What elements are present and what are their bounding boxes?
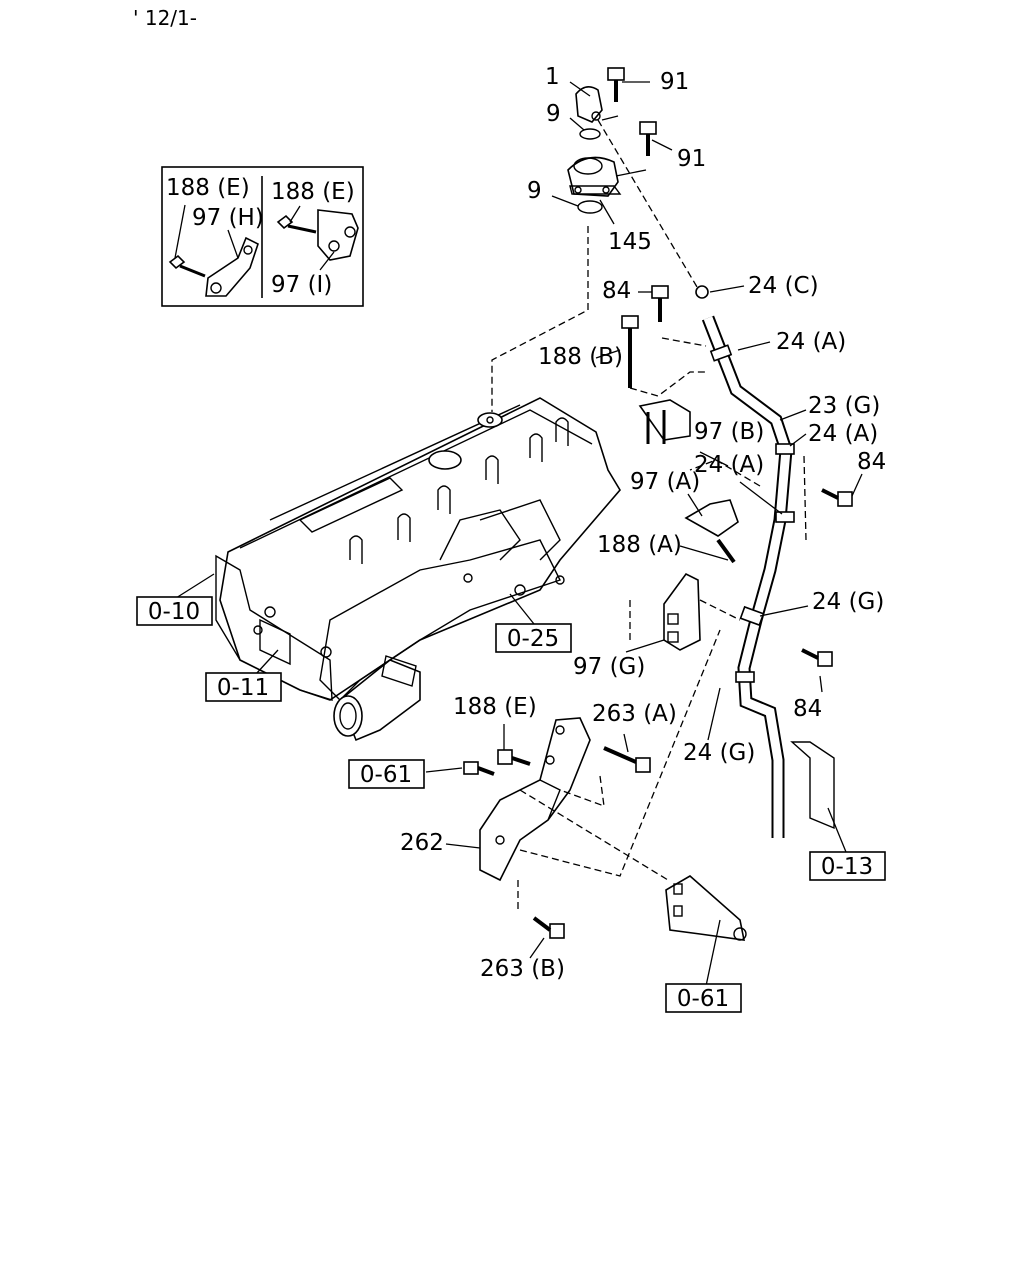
inset-detail-box: 188 (E) 97 (H) 188 (E) 97 (I) — [161, 166, 364, 307]
label-262: 262 — [400, 830, 444, 856]
bracket-0-13-shape — [790, 741, 847, 853]
label-97a: 97 (A) — [630, 469, 700, 495]
part-labels: 1 9 9 91 91 145 24 (C) 84 24 (A) 188 (B)… — [400, 64, 886, 982]
label-24g-upper: 24 (G) — [812, 589, 884, 615]
label-145: 145 — [608, 229, 652, 255]
label-263b: 263 (B) — [480, 956, 565, 982]
label-24g-lower: 24 (G) — [683, 740, 755, 766]
ref-box-0-13[interactable]: 0-13 — [809, 851, 886, 881]
label-24a-upper: 24 (A) — [776, 329, 846, 355]
label-263a: 263 (A) — [592, 701, 677, 727]
label-9-upper: 9 — [546, 101, 561, 127]
label-84-upper: 84 — [602, 278, 631, 304]
header-code: ' 12/1- — [133, 6, 197, 30]
ref-label-0-25: 0-25 — [507, 626, 559, 652]
label-188e: 188 (E) — [453, 694, 537, 720]
label-24a-middle: 24 (A) — [808, 421, 878, 447]
label-84-lower: 84 — [793, 696, 822, 722]
inset-label-188e-right: 188 (E) — [271, 179, 355, 205]
label-97g: 97 (G) — [573, 654, 645, 680]
inset-label-97h: 97 (H) — [192, 205, 264, 231]
label-188a: 188 (A) — [597, 532, 682, 558]
label-188b: 188 (B) — [538, 344, 623, 370]
engine-cylinder-head-illustration — [215, 397, 621, 742]
label-97b: 97 (B) — [694, 419, 764, 445]
bracket-97i-shape — [276, 205, 359, 271]
ref-box-0-25[interactable]: 0-25 — [495, 623, 572, 653]
label-9-lower: 9 — [527, 178, 542, 204]
label-24a-lower: 24 (A) — [694, 452, 764, 478]
ref-label-0-61-lower: 0-61 — [677, 986, 729, 1012]
inset-label-97i: 97 (I) — [271, 272, 332, 298]
ref-label-0-13: 0-13 — [821, 854, 873, 880]
inset-label-188e-left: 188 (E) — [166, 175, 250, 201]
label-23g: 23 (G) — [808, 393, 880, 419]
bracket-262-assembly — [425, 629, 747, 987]
hose-leader-lines — [595, 285, 863, 741]
label-91-upper: 91 — [660, 69, 689, 95]
ref-label-0-10: 0-10 — [148, 599, 200, 625]
label-91-lower: 91 — [677, 146, 706, 172]
reference-leader-lines — [175, 573, 535, 675]
water-outlet-assembly — [491, 67, 701, 412]
label-1: 1 — [545, 64, 560, 90]
ref-box-0-61-lower[interactable]: 0-61 — [665, 983, 742, 1013]
label-24c: 24 (C) — [748, 273, 819, 299]
ref-box-0-61-upper[interactable]: 0-61 — [348, 759, 425, 789]
label-84-middle: 84 — [857, 449, 886, 475]
ref-box-0-11[interactable]: 0-11 — [205, 672, 282, 702]
ref-box-0-10[interactable]: 0-10 — [136, 596, 213, 626]
water-hose-23g — [621, 285, 853, 838]
ref-label-0-11: 0-11 — [217, 675, 269, 701]
ref-label-0-61-upper: 0-61 — [360, 762, 412, 788]
bracket-97h-shape — [168, 204, 259, 297]
